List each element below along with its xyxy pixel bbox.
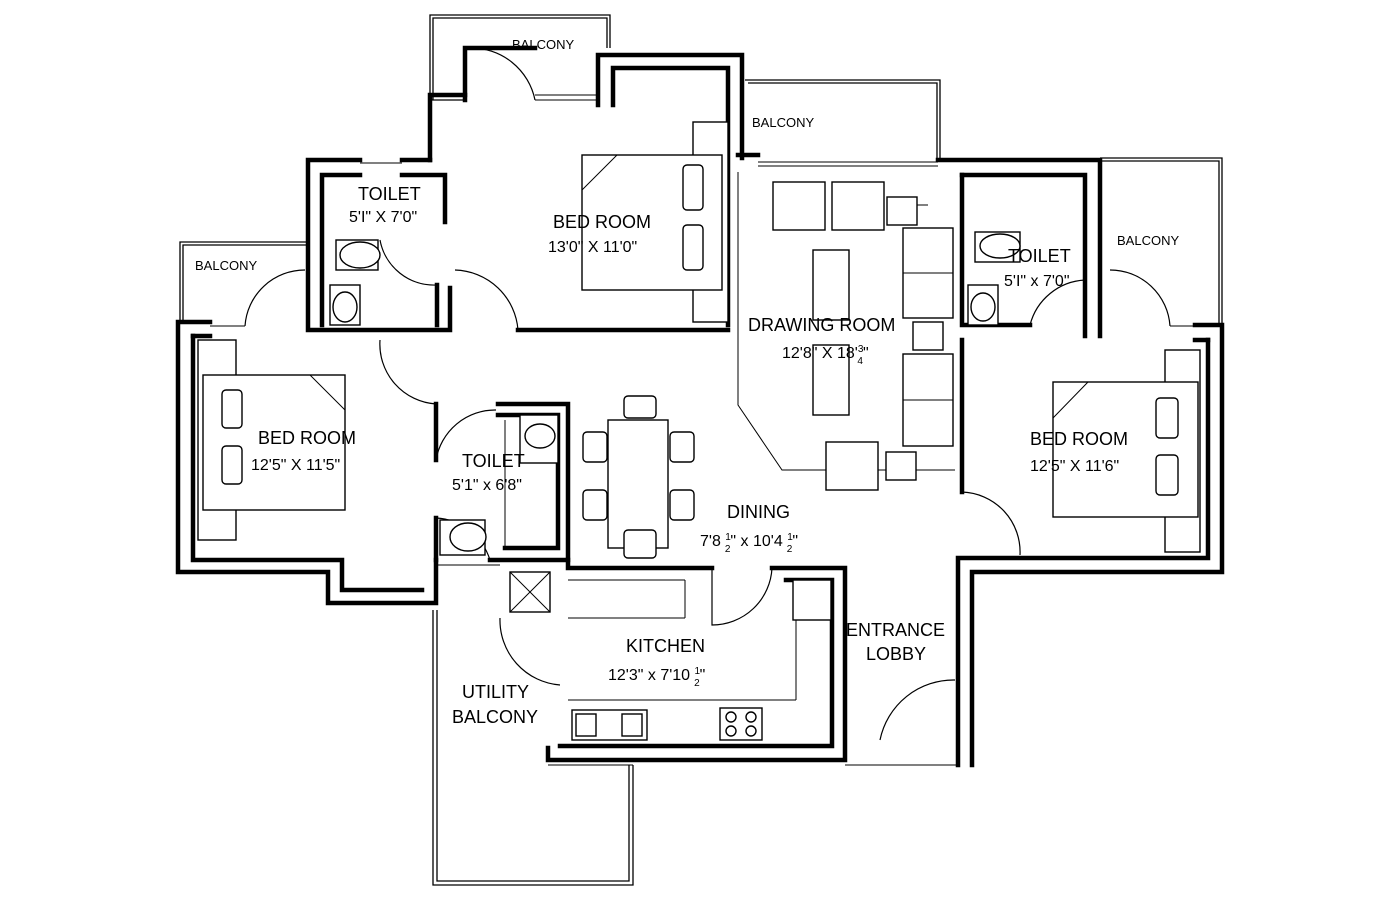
- bed-top-dim: 13'0" X 11'0": [548, 239, 637, 256]
- room-labels: BALCONY BALCONY BALCONY BALCONY TOILET 5…: [195, 37, 1179, 727]
- entrance-line2: LOBBY: [866, 644, 926, 664]
- balcony-outlines: [179, 14, 1223, 886]
- balcony-right-label: BALCONY: [1117, 233, 1179, 248]
- utility-line1: UTILITY: [462, 682, 529, 702]
- balcony-top-right-label: BALCONY: [752, 115, 814, 130]
- balcony-left-label: BALCONY: [195, 258, 257, 273]
- toilet-mid-dim: 5'1" x 6'8": [452, 477, 522, 494]
- bed-left-dim: 12'5" X 11'5": [251, 457, 340, 474]
- toilet-mid-name: TOILET: [462, 451, 525, 471]
- kitchen-name: KITCHEN: [626, 636, 705, 656]
- doors: [244, 47, 1171, 741]
- toilet-left-name: TOILET: [358, 184, 421, 204]
- entrance-line1: ENTRANCE: [846, 620, 945, 640]
- bed-top-name: BED ROOM: [553, 212, 651, 232]
- toilet-left-dim: 5'I" X 7'0": [349, 209, 417, 226]
- bed-left-name: BED ROOM: [258, 428, 356, 448]
- bed-right-dim: 12'5" X 11'6": [1030, 458, 1119, 475]
- drawing-room-name: DRAWING ROOM: [748, 315, 895, 335]
- dining-name: DINING: [727, 502, 790, 522]
- bed-right-name: BED ROOM: [1030, 429, 1128, 449]
- utility-line2: BALCONY: [452, 707, 538, 727]
- fixtures: [197, 121, 1201, 741]
- toilet-right-name: TOILET: [1008, 246, 1071, 266]
- balcony-top-label: BALCONY: [512, 37, 574, 52]
- toilet-right-dim: 5'I" x 7'0": [1004, 273, 1070, 290]
